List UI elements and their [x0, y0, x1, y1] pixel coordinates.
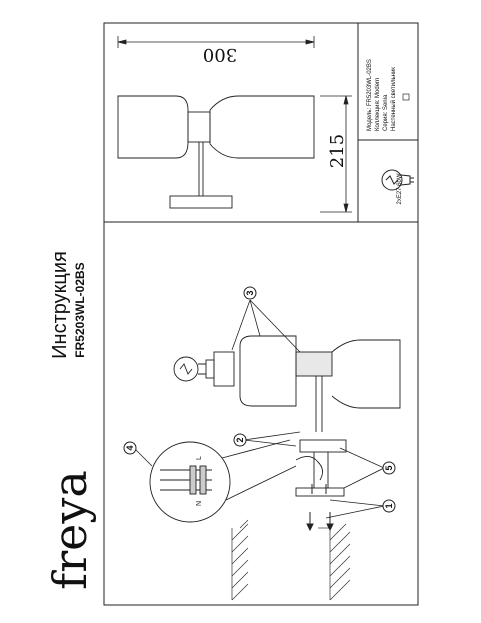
room-icon [402, 93, 410, 101]
lamp-exploded-view [173, 335, 401, 432]
assembly-drawing-frame [103, 221, 419, 606]
callout-label-4: 4 [125, 445, 135, 451]
page-title: Инструкция [49, 251, 71, 359]
width-dimension-label: 300 [202, 44, 238, 65]
wiring-detail [149, 439, 323, 523]
spec-value: Senia [383, 94, 389, 111]
brand-logo: freya [43, 470, 97, 590]
callout-4 [123, 441, 137, 455]
lamp-dimension-view [117, 95, 315, 209]
model-number: FR5203WL-02BS [73, 262, 87, 358]
spec-row-model: Модель: FR5203WL-02BS [366, 41, 374, 131]
callout-leaders [133, 299, 385, 519]
width-dimension [117, 36, 315, 48]
callout-circles [123, 286, 396, 513]
spec-label: Модель: [367, 107, 373, 131]
light-bulb-icon [381, 169, 414, 191]
wire-label-l: L [196, 456, 203, 460]
callout-1 [382, 499, 396, 513]
callout-label-1: 1 [384, 503, 394, 509]
spec-value: Настенный светильник [391, 67, 397, 131]
callout-3 [243, 286, 257, 300]
spec-row-type: Настенный светильник [390, 41, 398, 131]
wire-label-n: N [196, 500, 203, 506]
mounting-bracket [295, 439, 347, 497]
screw-icons [306, 484, 334, 532]
height-dimension-label: 215 [327, 133, 348, 169]
spec-label: Коллекция: [375, 99, 381, 131]
spec-value: Modern [375, 77, 381, 98]
callout-label-3: 3 [245, 290, 255, 296]
spec-row-collection: Коллекция: Modern [374, 41, 382, 131]
bulb-spec: 2xE27 60W [397, 173, 403, 205]
wall-hatch [231, 519, 351, 601]
callout-label-2: 2 [235, 437, 245, 443]
callout-label-5: 5 [384, 465, 394, 471]
spec-label: Серия: [383, 111, 389, 131]
height-dimension [320, 95, 352, 213]
spec-row-series: Серия: Senia [382, 41, 390, 131]
callout-2 [233, 433, 247, 447]
callout-5 [382, 461, 396, 475]
spec-value: FR5203WL-02BS [367, 59, 373, 107]
